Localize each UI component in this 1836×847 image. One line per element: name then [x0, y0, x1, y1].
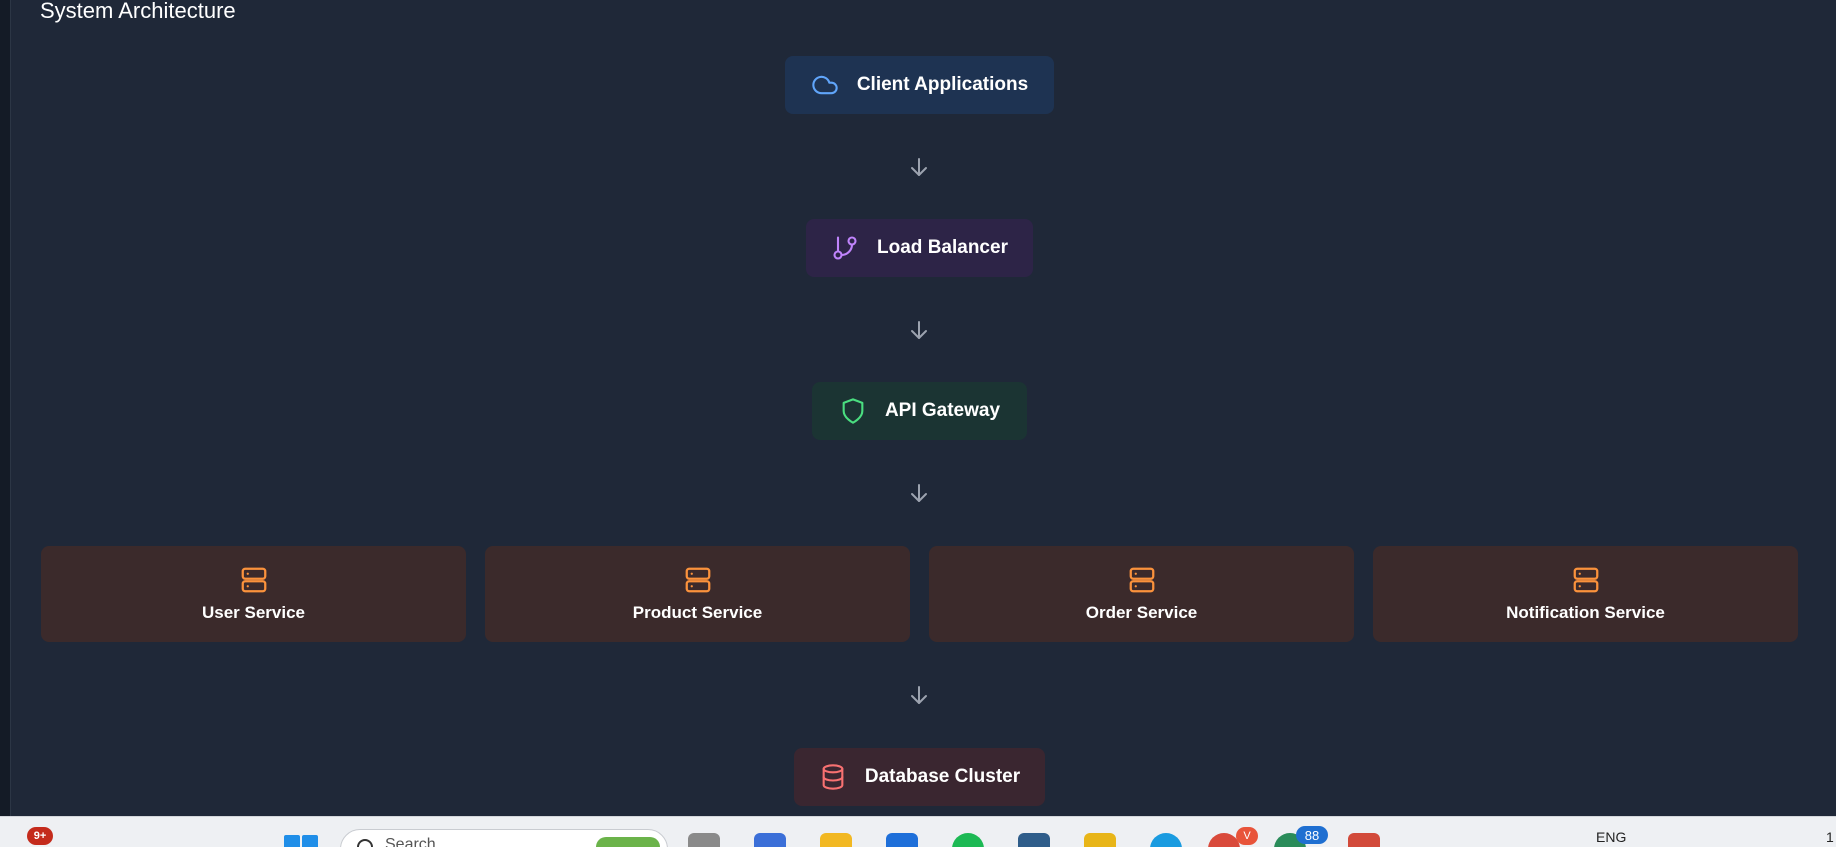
database-cluster-label: Database Cluster — [864, 766, 1021, 787]
search-icon — [357, 839, 373, 847]
api-gateway-node[interactable]: API Gateway — [812, 382, 1027, 440]
language-indicator[interactable]: ENG — [1596, 829, 1627, 845]
clock[interactable]: 1 — [1826, 829, 1834, 845]
service-label: Order Service — [1085, 603, 1198, 622]
arrow-down-icon — [911, 321, 927, 339]
window-edge — [0, 0, 11, 816]
client-applications-node[interactable]: Client Applications — [785, 56, 1054, 114]
edge-icon[interactable] — [1150, 833, 1182, 847]
server-icon — [683, 565, 713, 595]
git-branch-icon — [831, 234, 859, 262]
windows-start-icon-part — [302, 835, 318, 847]
store-icon[interactable] — [886, 833, 918, 847]
server-icon — [1127, 565, 1157, 595]
service-label: Notification Service — [1506, 603, 1665, 622]
search-highlight-icon — [596, 837, 660, 847]
cloud-icon — [811, 71, 839, 99]
services-row: User Service Product Service Order Servi… — [41, 546, 1798, 642]
page-title: System Architecture — [40, 0, 236, 23]
product-service-node[interactable]: Product Service — [485, 546, 910, 642]
arrow-down-icon — [911, 158, 927, 176]
user-service-node[interactable]: User Service — [41, 546, 466, 642]
arrow-down-icon — [911, 686, 927, 704]
order-service-node[interactable]: Order Service — [929, 546, 1354, 642]
arrow-down-icon — [911, 484, 927, 502]
client-applications-label: Client Applications — [856, 74, 1029, 95]
shield-icon — [839, 397, 867, 425]
load-balancer-node[interactable]: Load Balancer — [806, 219, 1033, 277]
server-icon — [239, 565, 269, 595]
load-balancer-label: Load Balancer — [877, 237, 1008, 258]
app-grid-icon[interactable] — [1348, 833, 1380, 847]
database-tool-icon[interactable] — [1018, 833, 1050, 847]
power-bi-icon[interactable] — [1084, 833, 1116, 847]
notification-badge[interactable]: 9+ — [27, 827, 53, 845]
windows-start-icon[interactable] — [284, 835, 300, 847]
taskbar: 9+ Search V 88 ENG 1 — [0, 816, 1836, 847]
api-gateway-label: API Gateway — [884, 400, 1001, 421]
copilot-icon[interactable] — [754, 833, 786, 847]
server-icon — [1571, 565, 1601, 595]
database-cluster-node[interactable]: Database Cluster — [794, 748, 1045, 806]
service-label: User Service — [201, 603, 306, 622]
database-icon — [819, 763, 847, 791]
notification-service-node[interactable]: Notification Service — [1373, 546, 1798, 642]
app-count-badge: 88 — [1296, 826, 1328, 844]
spotify-icon[interactable] — [952, 833, 984, 847]
task-view-icon[interactable] — [688, 833, 720, 847]
service-label: Product Service — [632, 603, 763, 622]
app-badge: V — [1236, 827, 1258, 845]
file-explorer-icon[interactable] — [820, 833, 852, 847]
browser-app-icon[interactable] — [1208, 833, 1240, 847]
taskbar-search[interactable]: Search — [340, 829, 668, 847]
search-placeholder: Search — [385, 836, 436, 847]
